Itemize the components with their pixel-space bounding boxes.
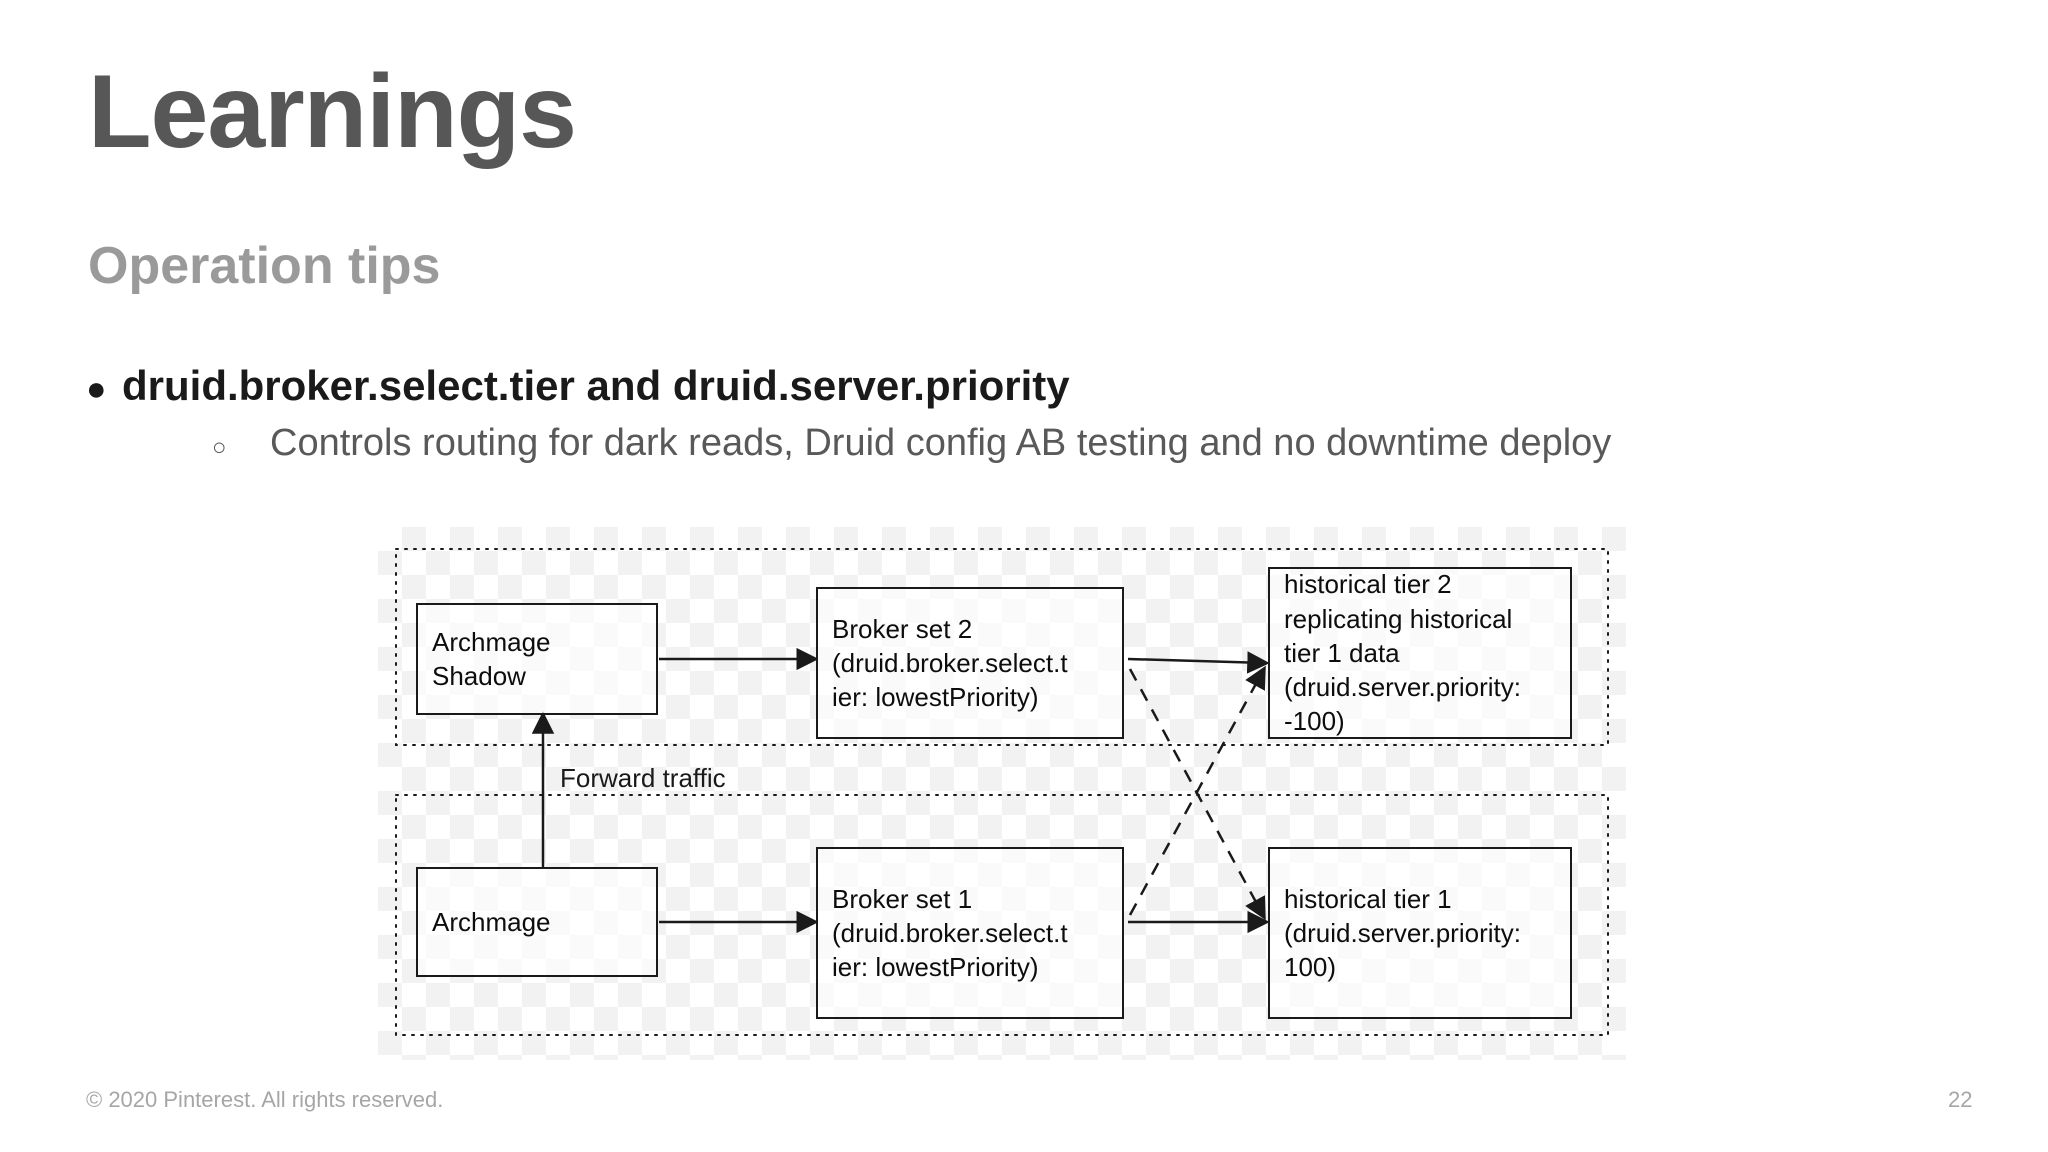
node-archmage[interactable]: Archmage [416, 867, 658, 977]
node-archmage-shadow-line2: Shadow [432, 661, 526, 691]
group-shadow-boundary [395, 548, 1609, 746]
bullet-marker-filled-icon: ● [86, 370, 107, 408]
edge-broker1-to-hist2-dashed [1128, 665, 1266, 916]
node-historical-tier-2[interactable]: historical tier 2 replicating historical… [1268, 567, 1572, 739]
node-broker-set-1-line1: Broker set 1 [832, 883, 973, 914]
page-title: Learnings [88, 54, 577, 170]
node-broker-set-2-line1: Broker set 2 [832, 613, 973, 644]
edge-label-forward-traffic: Forward traffic [560, 763, 726, 793]
node-archmage-shadow[interactable]: Archmage Shadow [416, 603, 658, 715]
architecture-diagram: Archmage Shadow Archmage Broker set 2 (d… [378, 527, 1626, 1060]
node-broker-set-1-line3: ier: lowestPriority) [832, 952, 1039, 983]
bullet-level1: ● druid.broker.select.tier and druid.ser… [86, 362, 1070, 410]
node-historical-tier-1-line1: historical tier 1 [1284, 883, 1452, 914]
node-historical-tier-1-line2: (druid.server.priority: [1284, 917, 1521, 948]
bullet-level2-text: Controls routing for dark reads, Druid c… [270, 422, 1612, 464]
node-broker-set-1-line2: (druid.broker.select.t [832, 917, 1068, 948]
group-production-boundary [395, 794, 1609, 1036]
page-subtitle: Operation tips [88, 237, 441, 295]
node-broker-set-1[interactable]: Broker set 1 (druid.broker.select.t ier:… [816, 847, 1124, 1019]
node-broker-set-2-line2: (druid.broker.select.t [832, 647, 1068, 678]
bullet-level1-text: druid.broker.select.tier and druid.serve… [122, 362, 1070, 409]
bullet-level2: ○ Controls routing for dark reads, Druid… [212, 422, 1611, 465]
node-historical-tier-2-line4: (druid.server.priority: [1284, 672, 1521, 703]
node-archmage-line1: Archmage [432, 906, 551, 937]
footer-page-number: 22 [1948, 1087, 1973, 1112]
node-historical-tier-2-line1: historical tier 2 [1284, 569, 1452, 600]
node-archmage-shadow-line1: Archmage [432, 626, 551, 657]
diagram-edges-layer [395, 548, 1609, 1036]
node-historical-tier-2-line3: tier 1 data [1284, 637, 1400, 668]
node-historical-tier-1[interactable]: historical tier 1 (druid.server.priority… [1268, 847, 1572, 1019]
node-historical-tier-2-line5: -100) [1284, 706, 1345, 737]
edge-broker2-to-hist2 [1127, 651, 1270, 674]
bullet-marker-hollow-icon: ○ [212, 434, 227, 461]
node-broker-set-2-line3: ier: lowestPriority) [832, 682, 1039, 713]
node-historical-tier-2-line2: replicating historical [1284, 603, 1513, 634]
footer-copyright: © 2020 Pinterest. All rights reserved. [86, 1087, 444, 1112]
node-historical-tier-1-line3: 100) [1284, 952, 1337, 983]
node-broker-set-2[interactable]: Broker set 2 (druid.broker.select.t ier:… [816, 587, 1124, 739]
